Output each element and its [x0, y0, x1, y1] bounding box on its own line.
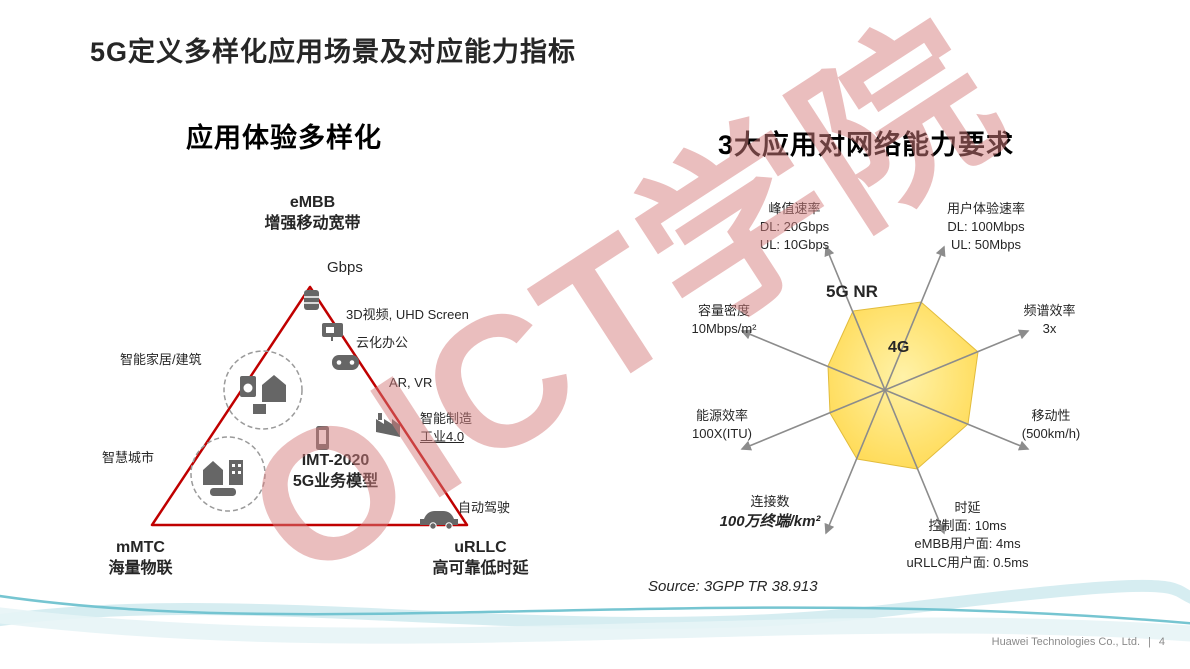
axis-capacity-density: [740, 329, 886, 391]
axis-latency: [884, 389, 946, 535]
decorative-waves: [0, 579, 1190, 644]
axis-spectrum-efficiency: [884, 329, 1030, 391]
capability-radar-chart: [740, 245, 1030, 535]
urllc-subtitle: 高可靠低时延: [432, 559, 529, 577]
smart-home-cluster-icon: [223, 350, 303, 430]
mobility-value: (500km/h): [1021, 426, 1081, 442]
imt2020-label: IMT-2020 5G业务模型: [278, 451, 393, 493]
peak-rate-dl: DL: 20Gbps: [759, 219, 830, 235]
wave-teal: [0, 594, 1190, 625]
service-triangle-diagram: [150, 285, 469, 530]
connection-value: 100万终端/km²: [719, 513, 821, 531]
mmtc-title: mMTC: [116, 539, 165, 556]
latency-title: 时延: [954, 500, 981, 515]
spectrum-value: 3x: [1042, 321, 1057, 337]
embb-subtitle: 增强移动宽带: [264, 214, 361, 232]
scene-label-smart-home: 智能家居/建筑: [120, 352, 202, 367]
user-rate-title: 用户体验速率: [946, 201, 1025, 216]
latency-control-plane: 控制面: 10ms: [928, 518, 1007, 534]
smart-city-cluster-icon: [190, 436, 266, 512]
radar-axis-arrows: [740, 245, 1030, 535]
latency-urllc-user-plane: uRLLC用户面: 0.5ms: [906, 554, 1029, 570]
car-icon: [420, 511, 458, 530]
left-panel-heading: 应用体验多样化: [186, 123, 382, 153]
mmtc-label: mMTC 海量物联: [78, 538, 203, 580]
source-note: Source: 3GPP TR 38.913: [648, 578, 818, 595]
axis-label-user-rate: 用户体验速率 DL: 100Mbps UL: 50Mbps: [922, 200, 1050, 255]
axis-energy-efficiency: [740, 389, 886, 451]
scene-label-ar-vr: AR, VR: [389, 375, 433, 390]
wave-light: [0, 579, 1190, 629]
factory-icon: [376, 413, 400, 437]
gamepad-icon: [332, 355, 359, 370]
radar-5g-nr-label: 5G NR: [826, 282, 878, 301]
axis-label-energy-efficiency: 能源效率 100X(ITU): [666, 407, 778, 443]
industry-4-0-text: 工业4.0: [420, 429, 465, 445]
wave-faint: [0, 607, 1190, 644]
mobility-title: 移动性: [1031, 408, 1071, 423]
peak-rate-ul: UL: 10Gbps: [759, 237, 830, 253]
axis-peak-rate: [824, 245, 886, 391]
gbps-label: Gbps: [327, 259, 363, 276]
scene-label-cloud-office: 云化办公: [356, 335, 409, 350]
latency-embb-user-plane: eMBB用户面: 4ms: [914, 536, 1021, 552]
footer-separator: |: [1148, 636, 1151, 648]
scene-label-autonomous-driving: 自动驾驶: [458, 500, 511, 515]
axis-mobility: [884, 389, 1030, 451]
user-rate-dl: DL: 100Mbps: [947, 219, 1025, 235]
axis-label-spectrum-efficiency: 频谱效率 3x: [1002, 302, 1097, 338]
slide-title: 5G定义多样化应用场景及对应能力指标: [90, 37, 577, 67]
embb-title: eMBB: [289, 194, 336, 211]
axis-connection-density: [824, 389, 886, 535]
energy-title: 能源效率: [695, 408, 748, 423]
smart-manufacturing-text: 智能制造: [420, 411, 473, 426]
imt2020-line1: IMT-2020: [301, 452, 370, 469]
axis-user-rate: [884, 245, 946, 391]
axis-label-mobility: 移动性 (500km/h): [998, 407, 1104, 443]
axis-label-capacity-density: 容量密度 10Mbps/m²: [670, 302, 778, 338]
capacity-title: 容量密度: [697, 303, 750, 318]
tv-icon: [322, 323, 343, 341]
radar-4g-polygon: [827, 301, 979, 470]
user-rate-ul: UL: 50Mbps: [950, 237, 1022, 253]
footer-company: Huawei Technologies Co., Ltd.: [991, 636, 1141, 648]
right-panel-heading: 3大应用对网络能力要求: [718, 130, 1015, 160]
peak-rate-title: 峰值速率: [768, 201, 821, 216]
energy-value: 100X(ITU): [692, 426, 752, 442]
footer-page-number: 4: [1158, 636, 1165, 648]
footer: Huawei Technologies Co., Ltd. | 4: [992, 636, 1165, 648]
imt2020-line2: 5G业务模型: [292, 472, 379, 490]
urllc-title: uRLLC: [454, 539, 507, 556]
embb-label: eMBB 增强移动宽带: [235, 193, 390, 235]
radar-4g-label: 4G: [888, 339, 910, 356]
scene-label-video: 3D视频, UHD Screen: [346, 307, 469, 322]
scene-label-smart-manufacturing: 智能制造 工业4.0: [420, 410, 472, 446]
capacity-value: 10Mbps/m²: [691, 321, 757, 337]
triangle-outline: [150, 285, 469, 527]
axis-label-peak-rate: 峰值速率 DL: 20Gbps UL: 10Gbps: [737, 200, 852, 255]
axis-label-connection-density: 连接数 100万终端/km²: [696, 493, 844, 532]
connection-title: 连接数: [750, 494, 790, 509]
mmtc-subtitle: 海量物联: [108, 559, 173, 577]
urllc-label: uRLLC 高可靠低时延: [423, 538, 538, 580]
scene-label-smart-city: 智慧城市: [102, 450, 155, 465]
spectrum-title: 频谱效率: [1023, 303, 1076, 318]
axis-label-latency: 时延 控制面: 10ms eMBB用户面: 4ms uRLLC用户面: 0.5m…: [885, 499, 1050, 572]
smartphone-icon: [316, 426, 329, 450]
database-icon: [304, 290, 319, 310]
